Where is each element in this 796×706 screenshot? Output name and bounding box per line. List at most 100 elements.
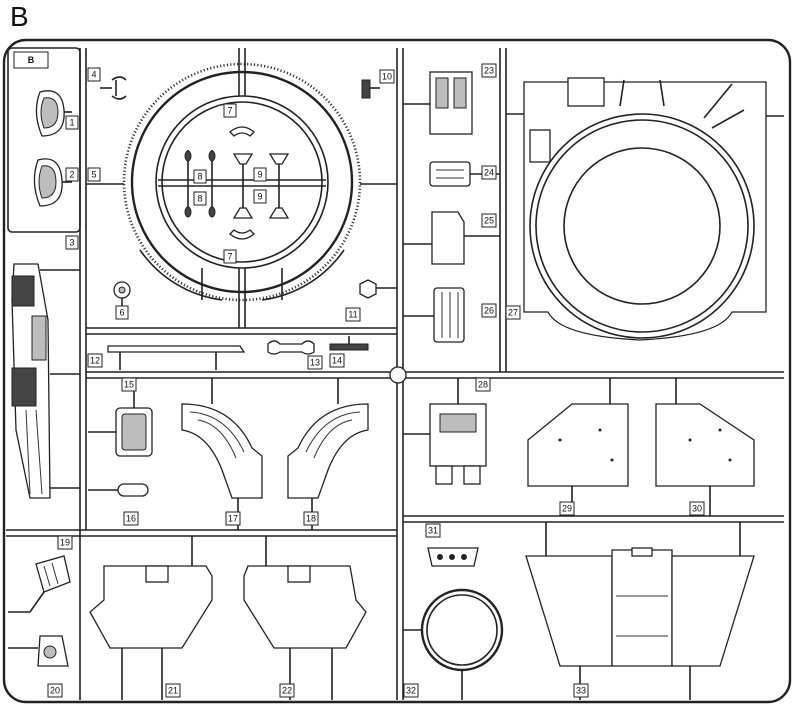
part-tag-25: 25 [481,213,497,228]
part-number: 27 [508,308,518,318]
part-number: 15 [124,380,134,390]
part-26 [403,287,465,343]
part-tag-33: 33 [573,683,589,698]
part-29 [527,378,629,516]
part-number: 8 [197,194,202,204]
part-number: 18 [306,514,316,524]
part-number: 32 [406,686,416,696]
part-tag-26: 26 [481,303,497,318]
part-tag-9b: 9 [253,189,267,204]
part-number: 22 [282,686,292,696]
part-tag-32: 32 [403,683,419,698]
part-tag-31: 31 [425,523,441,538]
ring-inner-frame [155,48,329,328]
part-23 [403,71,473,135]
part-tag-22: 22 [279,683,295,698]
part-number: 6 [119,308,124,318]
part-tag-7b: 7 [223,249,237,264]
part-25 [403,211,500,265]
part-tag-18: 18 [303,511,319,526]
part-number: 7 [227,106,232,116]
part-32 [403,588,504,700]
part-number: 1 [69,118,74,128]
part-12 [107,345,246,370]
part-tag-13: 13 [307,355,323,370]
part-number: 10 [382,72,392,82]
part-tag-4: 4 [87,67,101,82]
part-number: 31 [428,526,438,536]
part-33 [525,522,755,700]
part-number: 26 [484,306,494,316]
part-7-bottom [229,229,255,240]
part-number: 25 [484,216,494,226]
part-tag-10: 10 [379,69,395,84]
part-13 [267,340,315,355]
sprue-hub [389,366,407,384]
part-tag-8b: 8 [193,191,207,206]
part-tag-6: 6 [115,305,129,320]
part-tag-19: 19 [57,535,73,550]
part-number: 8 [197,172,202,182]
part-number: 13 [310,358,320,368]
part-tag-5: 5 [87,167,101,182]
part-number: 11 [348,310,357,320]
part-tag-8a: 8 [193,169,207,184]
part-tag-11: 11 [345,307,361,322]
part-4 [100,76,127,100]
part-10 [361,79,380,99]
part-27 [506,77,784,341]
part-number: 29 [562,504,572,514]
part-31 [427,547,479,567]
part-15 [88,378,153,457]
part-17 [181,378,263,530]
part-18 [287,378,369,530]
part-tag-21: 21 [165,683,181,698]
part-number: 14 [332,356,342,366]
part-tag-23: 23 [481,63,497,78]
part-28 [403,378,487,485]
part-tag-12: 12 [87,353,103,368]
part-number: 20 [50,686,60,696]
part-8-pins [184,150,216,218]
part-22 [243,536,367,700]
part-7-top [229,126,255,137]
frame-label: B [13,51,49,69]
part-number: 5 [91,170,96,180]
part-number: 21 [168,686,178,696]
sprue-frame [2,38,792,704]
part-number: 3 [69,238,74,248]
part-tag-29: 29 [559,501,575,516]
ring-part-5 [86,62,397,302]
sheet-letter: B [10,1,29,32]
part-tag-16: 16 [123,511,139,526]
part-number: 30 [692,504,702,514]
part-number: 33 [576,686,586,696]
part-30 [655,378,755,516]
part-9-cups [232,153,290,219]
part-number: 28 [478,380,488,390]
part-tag-27: 27 [505,305,521,320]
part-19 [8,555,71,613]
part-20 [8,635,69,667]
part-number: 12 [90,356,100,366]
part-1 [35,90,72,137]
part-21 [89,536,213,700]
part-number: 23 [484,66,494,76]
part-number: 4 [91,70,96,80]
part-tag-15: 15 [121,377,137,392]
part-number: 17 [228,514,238,524]
frame-label-text: B [28,55,35,65]
part-tag-14: 14 [329,353,345,368]
part-tag-7a: 7 [223,103,237,118]
part-tag-2: 2 [65,167,79,182]
part-3 [11,263,80,499]
part-16 [88,483,149,497]
part-tag-3: 3 [65,235,79,250]
part-14 [329,336,369,351]
part-tag-9a: 9 [253,167,267,182]
part-24 [429,161,500,187]
part-11 [359,279,397,299]
part-number: 2 [69,170,74,180]
part-number: 19 [60,538,70,548]
